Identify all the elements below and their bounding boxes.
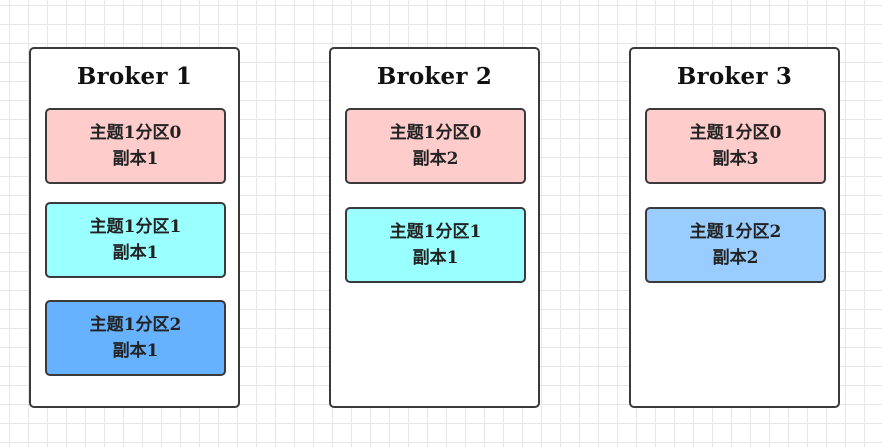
broker-3-title: Broker 3	[676, 63, 793, 90]
replica-label: 副本1	[112, 243, 159, 263]
partition-label: 主题1分区2	[689, 222, 782, 242]
broker-3-partition-2-replica: 主题1分区2 副本2	[645, 207, 826, 283]
partition-label: 主题1分区0	[89, 123, 182, 143]
broker-1-partition-2-replica: 主题1分区2 副本1	[45, 300, 226, 376]
broker-1-partition-1-replica: 主题1分区1 副本1	[45, 202, 226, 278]
partition-label: 主题1分区0	[689, 123, 782, 143]
replica-label: 副本3	[712, 149, 759, 169]
partition-label: 主题1分区0	[389, 123, 482, 143]
partition-label: 主题1分区1	[389, 222, 482, 242]
replica-label: 副本2	[412, 149, 459, 169]
broker-2-title: Broker 2	[376, 63, 493, 90]
broker-2-partition-1-replica: 主题1分区1 副本1	[345, 207, 526, 283]
replica-label: 副本1	[412, 248, 459, 268]
partition-label: 主题1分区1	[89, 217, 182, 237]
broker-1-partition-0-replica: 主题1分区0 副本1	[45, 108, 226, 184]
broker-1-box: Broker 1 主题1分区0 副本1 主题1分区1 副本1 主题1分区2 副本…	[29, 47, 240, 408]
replica-label: 副本2	[712, 248, 759, 268]
broker-3-box: Broker 3 主题1分区0 副本3 主题1分区2 副本2	[629, 47, 840, 408]
broker-2-partition-0-replica: 主题1分区0 副本2	[345, 108, 526, 184]
broker-3-partition-0-replica: 主题1分区0 副本3	[645, 108, 826, 184]
broker-2-box: Broker 2 主题1分区0 副本2 主题1分区1 副本1	[329, 47, 540, 408]
replica-label: 副本1	[112, 149, 159, 169]
partition-label: 主题1分区2	[89, 315, 182, 335]
broker-1-title: Broker 1	[76, 63, 193, 90]
replica-label: 副本1	[112, 341, 159, 361]
